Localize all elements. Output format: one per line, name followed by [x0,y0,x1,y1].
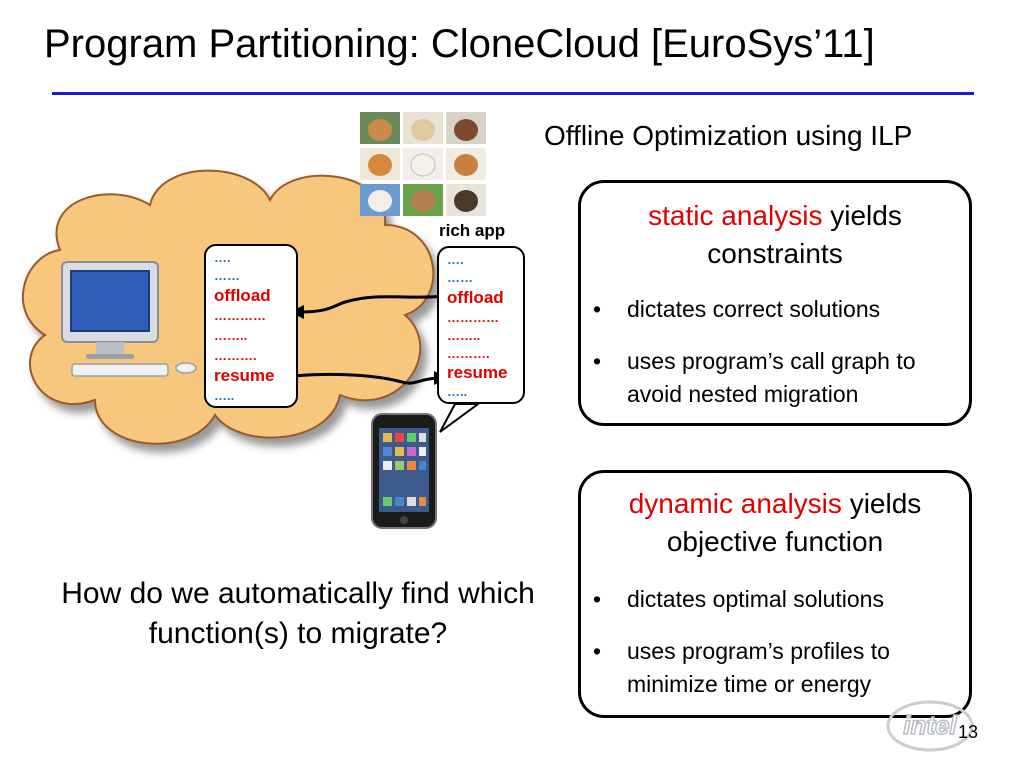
smartphone-icon [371,413,437,529]
static-analysis-term: static analysis [648,200,823,231]
resume-keyword: resume [447,363,508,382]
code-line: …….. [214,328,248,343]
phone-code-box: …. …… offload ………… …….. ………. resume ….. [437,246,525,404]
heading-text: yields [849,488,922,519]
heading-text: objective function [666,526,884,557]
static-box-heading: static analysis yields [581,197,969,235]
offload-keyword: offload [214,286,271,305]
bullet-item: • dictates optimal solutions [593,583,963,616]
code-line: …… [214,268,240,283]
cloud-code-box: …. …… offload ………… …….. ………. resume ….. [204,244,298,408]
speech-tail [439,403,482,433]
title-underline [52,92,974,95]
desktop-computer-icon [61,261,197,377]
svg-text:intel: intel [903,710,957,740]
bullet-marker: • [593,638,602,664]
bullet-item: • dictates correct solutions [593,293,963,326]
rich-app-label: rich app [439,221,506,240]
code-line: …… [447,270,473,285]
dog-photos-grid [360,112,486,216]
bullet-marker: • [593,348,602,374]
bullet-marker: • [593,586,602,612]
code-line: …. [214,250,231,265]
code-line: ….. [214,388,235,403]
offload-keyword: offload [447,288,504,307]
resume-keyword: resume [214,366,275,385]
question-text: How do we automatically find which funct… [61,577,535,650]
code-line: …….. [447,328,481,343]
heading-text: constraints [707,238,843,269]
static-analysis-box: static analysis yields constraints • dic… [578,180,972,426]
code-line: ………… [214,308,266,323]
bullet-text: dictates correct solutions [627,296,881,322]
slide-subtitle: Offline Optimization using ILP [544,120,913,151]
bullet-item: • uses program’s call graph to avoid nes… [593,345,963,411]
bullet-text: uses program’s profiles to minimize time… [627,638,890,697]
slide-title: Program Partitioning: CloneCloud [EuroSy… [44,22,875,66]
code-line: ………… [447,310,499,325]
bullet-text: dictates optimal solutions [627,586,884,612]
offload-arrow [299,294,445,314]
code-line: …. [447,252,464,267]
intel-logo: intel [886,700,974,752]
bullet-text: uses program’s call graph to avoid neste… [627,348,916,407]
bullet-marker: • [593,296,602,322]
heading-text: yields [830,200,902,231]
code-line: ………. [447,346,490,361]
code-line: ….. [447,384,468,399]
bullet-item: • uses program’s profiles to minimize ti… [593,635,963,701]
dynamic-box-heading: dynamic analysis yields [581,485,969,523]
resume-arrow [293,372,441,385]
code-line: ………. [214,348,257,363]
page-number: 13 [958,722,979,742]
dynamic-analysis-term: dynamic analysis [628,488,842,519]
dynamic-analysis-box: dynamic analysis yields objective functi… [578,470,972,718]
